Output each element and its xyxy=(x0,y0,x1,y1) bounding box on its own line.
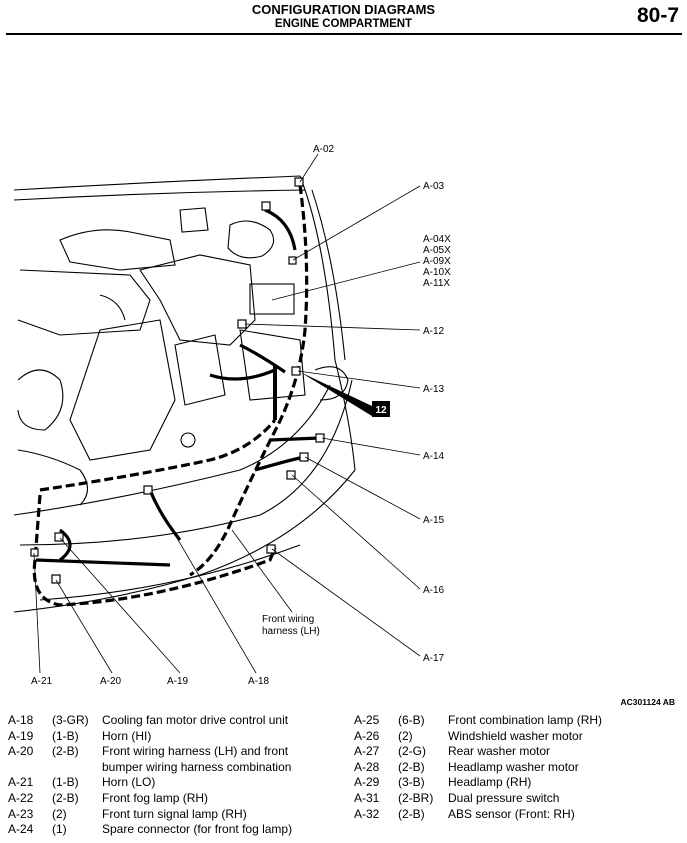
connector-12-pointer xyxy=(300,372,372,416)
legend-pins: (2-B) xyxy=(398,759,425,774)
legend-id: A-26 xyxy=(354,728,380,743)
legend-desc: Headlamp washer motor xyxy=(448,759,579,774)
legend-pins: (3-B) xyxy=(398,775,425,790)
legend-id: A-28 xyxy=(354,759,380,774)
legend-desc: Windshield washer motor xyxy=(448,728,583,743)
legend-left: A-18 (3-GR) Cooling fan motor drive contro… xyxy=(8,713,292,838)
legend-pins: (1-B) xyxy=(52,775,79,790)
callout-a18: A-18 xyxy=(248,676,270,687)
legend-desc: Rear washer motor xyxy=(448,744,551,759)
legend-desc: Dual pressure switch xyxy=(448,790,560,805)
legend-id: A-20 xyxy=(8,744,34,759)
legend-pins xyxy=(52,760,102,776)
callout-a12: A-12 xyxy=(423,326,445,337)
legend-id: A-19 xyxy=(8,728,34,743)
legend-id: A-18 xyxy=(8,713,34,727)
page-subtitle: ENGINE COMPARTMENT xyxy=(274,18,413,30)
legend-id: A-22 xyxy=(8,790,34,805)
legend-desc: Horn (HI) xyxy=(102,728,152,743)
callout-a21: A-21 xyxy=(31,676,53,687)
legend-desc: Cooling fan motor drive control unit xyxy=(102,713,289,727)
legend-row: A-18 (3-GR) Cooling fan motor drive contro… xyxy=(8,713,292,729)
legend-pins: (1) xyxy=(52,822,67,837)
page-title: CONFIGURATION DIAGRAMS xyxy=(251,2,436,17)
legend-row: A-26 (2) Windshield washer motor xyxy=(354,729,602,745)
legend-pins: (2-B) xyxy=(52,790,79,805)
leader-lines xyxy=(33,153,421,674)
legend-row: A-19 (1-B) Horn (HI) xyxy=(8,729,292,745)
callout-a20: A-20 xyxy=(100,676,122,687)
callout-a10: A-10X xyxy=(423,267,451,278)
legend-row: A-25 (6-B) Front combination lamp (RH) xyxy=(354,713,602,729)
legend-desc: Front turn signal lamp (RH) xyxy=(102,806,247,821)
legend-row: A-27 (2-G) Rear washer motor xyxy=(354,744,602,760)
connectors xyxy=(30,177,325,584)
legend-pins: (2) xyxy=(52,806,67,821)
legend-row: A-23 (2) Front turn signal lamp (RH) xyxy=(8,807,292,823)
legend-desc: Front combination lamp (RH) xyxy=(448,713,603,727)
figure-code: AC301124 AB xyxy=(620,697,676,707)
legend-id: A-21 xyxy=(8,775,34,790)
legend-desc: ABS sensor (Front: RH) xyxy=(448,806,575,821)
callout-a02: A-02 xyxy=(313,144,335,155)
legend-row: A-31 (2-BR) Dual pressure switch xyxy=(354,791,602,807)
legend-row: A-20 (2-B) Front wiring harness (LH) and f… xyxy=(8,744,292,760)
callout-a17: A-17 xyxy=(423,653,445,664)
legend-pins: (2-B) xyxy=(52,744,79,759)
legend-desc: bumper wiring harness combination xyxy=(102,759,292,774)
legend-row: A-21 (1-B) Horn (LO) xyxy=(8,775,292,791)
legend-desc: Headlamp (RH) xyxy=(448,775,532,790)
legend-row: A-29 (3-B) Headlamp (RH) xyxy=(354,775,602,791)
callout-a05: A-05X xyxy=(423,245,451,256)
legend-right: A-25 (6-B) Front combination lamp (RH) A-2… xyxy=(354,713,602,822)
callout-a09: A-09X xyxy=(423,256,451,267)
page-number: 80-7 xyxy=(636,4,679,27)
callout-a16: A-16 xyxy=(423,585,445,596)
legend-id: A-25 xyxy=(354,713,380,727)
legend-row: A-22 (2-B) Front fog lamp (RH) xyxy=(8,791,292,807)
callout-a19: A-19 xyxy=(167,676,189,687)
legend-row: A-32 (2-B) ABS sensor (Front: RH) xyxy=(354,807,602,823)
callout-a13: A-13 xyxy=(423,384,445,395)
legend-pins: (2) xyxy=(398,728,413,743)
legend-pins: (2-BR) xyxy=(398,790,434,805)
legend-row: bumper wiring harness combination xyxy=(8,760,292,776)
callout-a11: A-11X xyxy=(423,278,450,289)
callout-a14: A-14 xyxy=(423,451,445,462)
connector-block-12-label: 12 xyxy=(375,405,387,416)
legend-pins: (3-GR) xyxy=(52,713,89,727)
callout-a15: A-15 xyxy=(423,515,445,526)
legend-pins: (6-B) xyxy=(398,713,425,727)
legend-id xyxy=(8,760,52,776)
legend-desc: Horn (LO) xyxy=(102,775,156,790)
legend-id: A-27 xyxy=(354,744,380,759)
legend-desc: Front fog lamp (RH) xyxy=(102,790,209,805)
legend-id: A-32 xyxy=(354,806,380,821)
legend-id: A-24 xyxy=(8,822,34,837)
legend-row: A-24 (1) Spare connector (for front fog la… xyxy=(8,822,292,838)
legend-pins: (1-B) xyxy=(52,728,79,743)
legend-id: A-23 xyxy=(8,806,34,821)
connector-block-12 xyxy=(372,401,390,417)
legend-desc: Front wiring harness (LH) and front xyxy=(102,744,289,759)
legend-pins: (2-G) xyxy=(398,744,426,759)
wiring-harness xyxy=(32,184,321,607)
legend-id: A-29 xyxy=(354,775,380,790)
callout-a03: A-03 xyxy=(423,181,445,192)
legend-row: A-28 (2-B) Headlamp washer motor xyxy=(354,760,602,776)
harness-label-line2: harness (LH) xyxy=(262,626,320,637)
harness-label-line1: Front wiring xyxy=(262,614,314,625)
header-rule xyxy=(6,33,682,35)
legend-id: A-31 xyxy=(354,790,380,805)
legend-desc: Spare connector (for front fog lamp) xyxy=(102,822,293,837)
legend-pins: (2-B) xyxy=(398,806,425,821)
callout-a04: A-04X xyxy=(423,234,451,245)
